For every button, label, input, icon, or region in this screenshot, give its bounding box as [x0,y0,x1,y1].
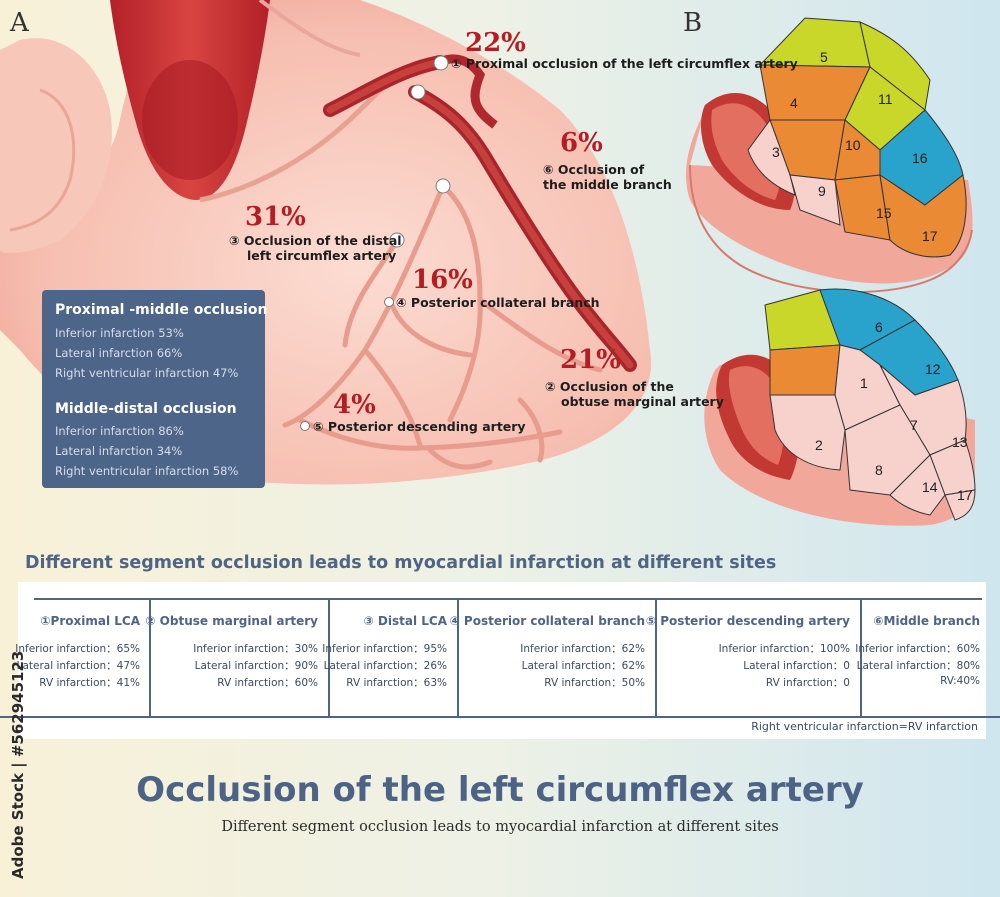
column-row: Lateral infarction：80% [856,660,980,672]
occlusion-label: ⑤ Posterior descending artery [313,419,526,434]
column-header: ⑤ Posterior descending artery [645,614,850,628]
column-row: RV:40% [940,675,980,687]
table-column: ③ Distal LCA Inferior infarction：95% Lat… [322,600,447,717]
column-row: RV infarction：63% [346,677,447,689]
panel-label-b: B [683,8,703,38]
infobox-heading: Middle-distal occlusion [55,401,237,417]
segment-number: 8 [875,462,883,478]
column-divider [149,600,151,717]
occlusion-label: ④ Posterior collateral branch [396,295,600,310]
abbreviation-note: Right ventricular infarction=RV infarcti… [751,720,978,733]
infobox-row: Lateral infarction 66% [55,346,183,360]
occlusion-label: ③ Occlusion of the distal left circumfle… [229,233,402,263]
occlusion-pct: 31% [245,202,306,232]
column-row: Inferior infarction：62% [520,643,645,655]
segment-number: 11 [878,91,893,107]
occlusion-label-line: ④ Posterior collateral branch [396,295,600,310]
segment-number: 17 [957,487,973,503]
occlusion-label-line: ① Proximal occlusion of the left circumf… [451,56,798,71]
column-row: Inferior infarction：100% [718,643,850,655]
column-row: Lateral infarction：26% [323,660,447,672]
occlusion-summary-box: Proximal -middle occlusion Inferior infa… [42,290,268,488]
column-row: Inferior infarction：30% [193,643,318,655]
table-top-rule [34,598,982,600]
segment-number: 17 [922,228,938,244]
segment-number: 9 [818,183,826,199]
segment-number: 14 [922,479,938,495]
column-row: RV infarction：41% [39,677,140,689]
table-column: ①Proximal LCA Inferior infarction：65% La… [15,600,140,717]
subtitle: Different segment occlusion leads to myo… [221,819,779,835]
table-column: ④ Posterior collateral branch Inferior i… [450,600,645,717]
infobox-heading: Proximal -middle occlusion [55,302,268,318]
column-header: ④ Posterior collateral branch [449,614,645,628]
segment-number: 6 [875,319,883,335]
occlusion-label-line: left circumflex artery [247,248,397,263]
infobox-row: Right ventricular infarction 58% [55,464,239,478]
infobox-row: Right ventricular infarction 47% [55,366,239,380]
stock-watermark: Adobe Stock | #562945123 [8,650,28,890]
table-column: ⑥Middle branch Inferior infarction：60% L… [855,600,980,717]
segment-number: 2 [815,437,823,453]
column-header: ② Obtuse marginal artery [145,614,318,628]
column-divider [328,600,330,717]
column-row: Lateral infarction：62% [521,660,645,672]
column-header: ①Proximal LCA [40,614,140,628]
segment-number: 5 [820,49,828,65]
table-background [18,582,986,739]
column-header: ③ Distal LCA [363,614,447,628]
column-row: Lateral infarction：90% [194,660,318,672]
watermark-text: Adobe Stock | #562945123 [9,650,27,879]
occlusion-pct: 22% [465,28,526,58]
column-row: Lateral infarction：47% [16,660,140,672]
occlusion-label: ① Proximal occlusion of the left circumf… [451,56,798,71]
occlusion-label-line: the middle branch [543,177,672,192]
occlusion-label-line: ⑥ Occlusion of [543,162,645,177]
segment-number: 15 [876,205,892,221]
segment-number: 10 [845,137,861,153]
occlusion-label-line: ⑤ Posterior descending artery [313,419,526,434]
segment-number: 3 [772,144,780,160]
column-divider [655,600,657,717]
occlusion-label-line: obtuse marginal artery [561,394,724,409]
segment-number: 13 [952,434,968,450]
segment-number: 16 [912,150,928,166]
table-column: ⑤ Posterior descending artery Inferior i… [646,600,850,717]
column-row: Inferior infarction：95% [322,643,447,655]
occlusion-pct: 16% [412,265,473,295]
segment-number: 4 [790,95,798,111]
table-column: ② Obtuse marginal artery Inferior infarc… [145,600,318,717]
column-row: RV infarction：0 [765,677,850,689]
column-divider [457,600,459,717]
main-title: Occlusion of the left circumflex artery [136,770,864,810]
segment-number: 7 [910,417,918,433]
occlusion-label-line: ② Occlusion of the [545,379,674,394]
column-row: Inferior infarction：60% [855,643,980,655]
column-header: ⑥Middle branch [873,614,980,628]
occlusion-label-line: ③ Occlusion of the distal [229,233,402,248]
infobox-row: Inferior infarction 86% [55,424,184,438]
segment-numbers: 5 11 4 10 16 3 9 15 17 6 12 1 7 2 8 13 1… [772,49,973,503]
bullseye-top [685,17,973,293]
column-divider [860,600,862,717]
occlusion-pct: 6% [560,128,603,158]
occlusion-pct: 21% [560,345,621,375]
segment-number: 1 [860,375,868,391]
panel-label-a: A [10,8,29,38]
infobox-row: Lateral infarction 34% [55,444,183,458]
occlusion-pct: 4% [333,390,376,420]
column-row: RV infarction：50% [544,677,645,689]
segment-number: 12 [925,361,941,377]
infobox-row: Inferior infarction 53% [55,326,184,340]
column-row: Lateral infarction：0 [743,660,850,672]
column-row: RV infarction：60% [217,677,318,689]
occlusion-label: ⑥ Occlusion of the middle branch [543,162,672,192]
bullseye-bottom [704,288,976,526]
occlusion-label: ② Occlusion of the obtuse marginal arter… [545,379,724,409]
section-title: Different segment occlusion leads to myo… [25,553,777,573]
table-bottom-rule [0,716,1000,718]
column-row: Inferior infarction：65% [15,643,140,655]
